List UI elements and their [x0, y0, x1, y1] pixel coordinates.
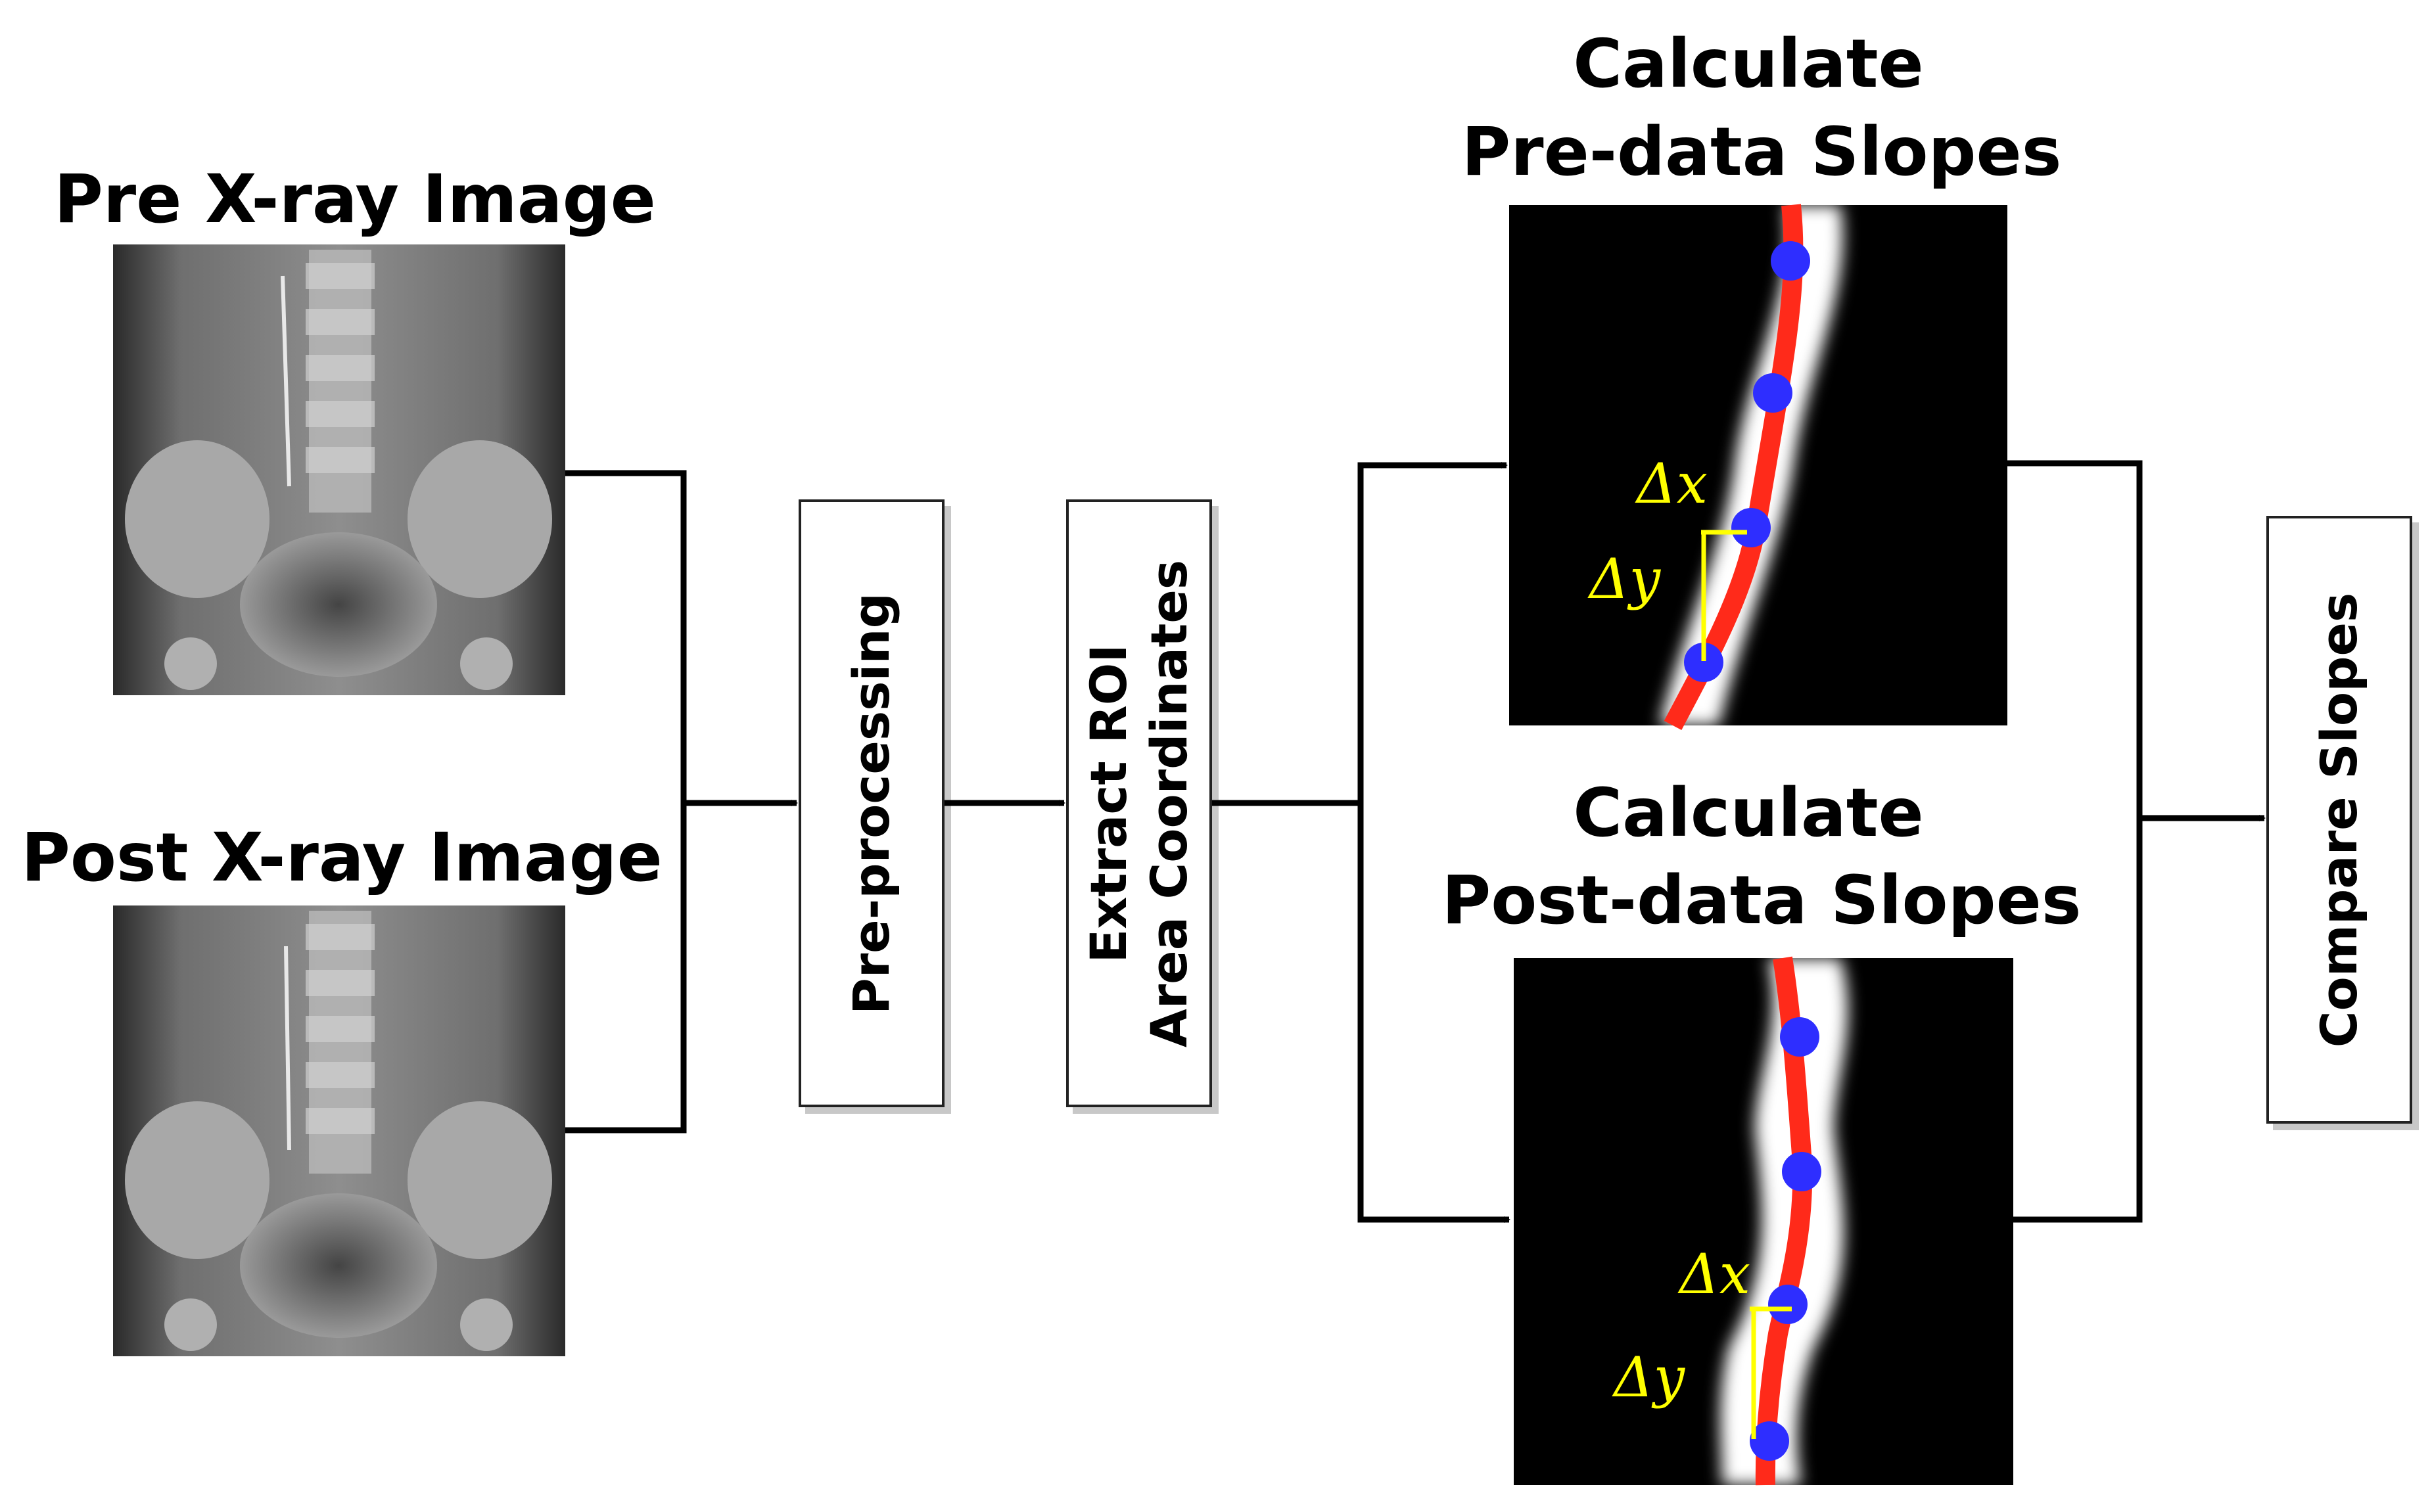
post-slope-roi-image: Δx Δy	[1514, 956, 2013, 1486]
extract-roi-box: Extract ROI Area Coordinates	[1066, 499, 1212, 1107]
post-slopes-title-line2: Post-data Slopes	[1441, 861, 2082, 940]
post-xray-image	[113, 905, 565, 1356]
post-point-4	[1750, 1421, 1789, 1461]
post-xray-title: Post X-ray Image	[21, 819, 663, 897]
pre-delta-y-label: Δy	[1587, 547, 1662, 611]
post-curve	[1755, 956, 1813, 1486]
pre-delta-x-label: Δx	[1635, 451, 1708, 516]
pre-slopes-title-line1: Calculate	[1573, 25, 1924, 103]
compare-slopes-box: Compare Slopes	[2266, 516, 2412, 1124]
pre-xray-title: Pre X-ray Image	[54, 160, 656, 239]
preprocessing-box: Pre-processing	[799, 499, 945, 1107]
post-point-1	[1780, 1017, 1819, 1057]
pre-slopes-title-line2: Pre-data Slopes	[1461, 113, 2062, 191]
pre-point-4	[1684, 643, 1723, 682]
pre-point-3	[1731, 508, 1771, 547]
post-delta-x-label: Δx	[1677, 1242, 1750, 1306]
post-point-2	[1782, 1152, 1821, 1191]
post-point-3	[1768, 1285, 1808, 1324]
pre-point-1	[1771, 241, 1810, 281]
pre-point-2	[1753, 373, 1792, 413]
post-slopes-title-line1: Calculate	[1573, 774, 1924, 852]
input-connectors	[565, 460, 2266, 1223]
pre-slope-roi-image: Δx Δy	[1509, 204, 2007, 731]
pre-xray-image	[113, 244, 565, 695]
post-delta-y-label: Δy	[1612, 1345, 1686, 1409]
